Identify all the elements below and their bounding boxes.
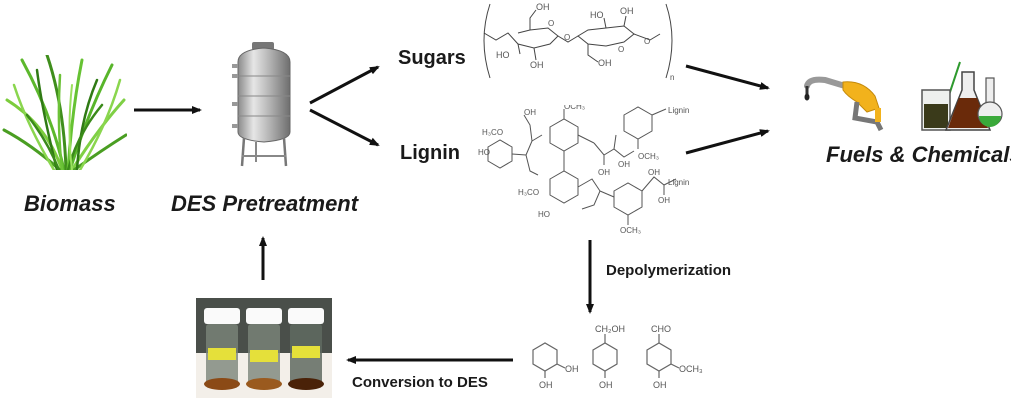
grass-icon	[2, 55, 127, 170]
chem-h3co: H₃CO	[518, 188, 539, 197]
chem-o: O	[564, 33, 570, 42]
chem-oh: OH	[599, 380, 613, 390]
chem-oh: OH	[530, 60, 544, 70]
sugars-label: Sugars	[398, 47, 466, 69]
chem-oh: OH	[539, 380, 553, 390]
chem-ho: HO	[496, 50, 510, 60]
lignin-structure: H₃CO HO OH OCH₃ OCH₃ Lignin OH OH H₃CO H…	[478, 105, 689, 235]
lab-glassware-icon	[921, 61, 1003, 131]
lignin-label: Lignin	[400, 142, 460, 164]
chem-n: n	[670, 73, 674, 82]
chem-oh: OH	[648, 168, 660, 177]
chem-och3: OCH₃	[564, 105, 585, 111]
chem-oh: OH	[536, 2, 550, 12]
fuel-nozzle-icon	[804, 76, 884, 132]
chem-lignin-end: Lignin	[668, 178, 689, 187]
depolymerization-label: Depolymerization	[606, 262, 732, 279]
chem-oh: OH	[618, 160, 630, 169]
chem-ho: HO	[538, 210, 550, 219]
products-label: Fuels & Chemicals	[826, 142, 1011, 167]
chem-ch2oh: CH₂OH	[595, 324, 625, 334]
biomass-label: Biomass	[24, 191, 116, 216]
conversion-label: Conversion to DES	[352, 374, 488, 391]
chem-oh: OH	[598, 58, 612, 68]
chem-oh: OH	[620, 6, 634, 16]
chem-oh: OH	[524, 108, 536, 117]
arrow-lignin-to-products	[685, 129, 770, 155]
chem-cho: CHO	[651, 324, 671, 334]
chem-oh: OH	[598, 168, 610, 177]
arrow-pretreatment-to-lignin	[309, 108, 380, 147]
chem-o: O	[618, 45, 624, 54]
arrow-pretreatment-to-sugars	[309, 65, 380, 105]
chem-ho: HO	[478, 148, 490, 157]
reactor-vessel-icon	[232, 42, 291, 167]
chem-och3: OCH₃	[638, 152, 659, 161]
des-vials-photo	[196, 298, 332, 398]
chem-oh: OH	[658, 196, 670, 205]
chem-och3: OCH₃	[679, 364, 703, 374]
chem-och3: OCH₃	[620, 226, 641, 235]
arrow-sugars-to-products	[685, 64, 770, 90]
pretreatment-label: DES Pretreatment	[171, 191, 359, 216]
chem-lignin-end: Lignin	[668, 106, 689, 115]
chem-o: O	[644, 37, 650, 46]
cellulose-structure: OH HO OH O O HO OH O OH O n	[483, 2, 674, 82]
chem-oh: OH	[565, 364, 579, 374]
chem-o: O	[548, 19, 554, 28]
chem-oh: OH	[653, 380, 667, 390]
lignin-monomers: OH OH CH₂OH OH CHO OCH₃ OH	[532, 324, 703, 390]
chem-ho: HO	[590, 10, 604, 20]
chem-h3co: H₃CO	[482, 128, 503, 137]
